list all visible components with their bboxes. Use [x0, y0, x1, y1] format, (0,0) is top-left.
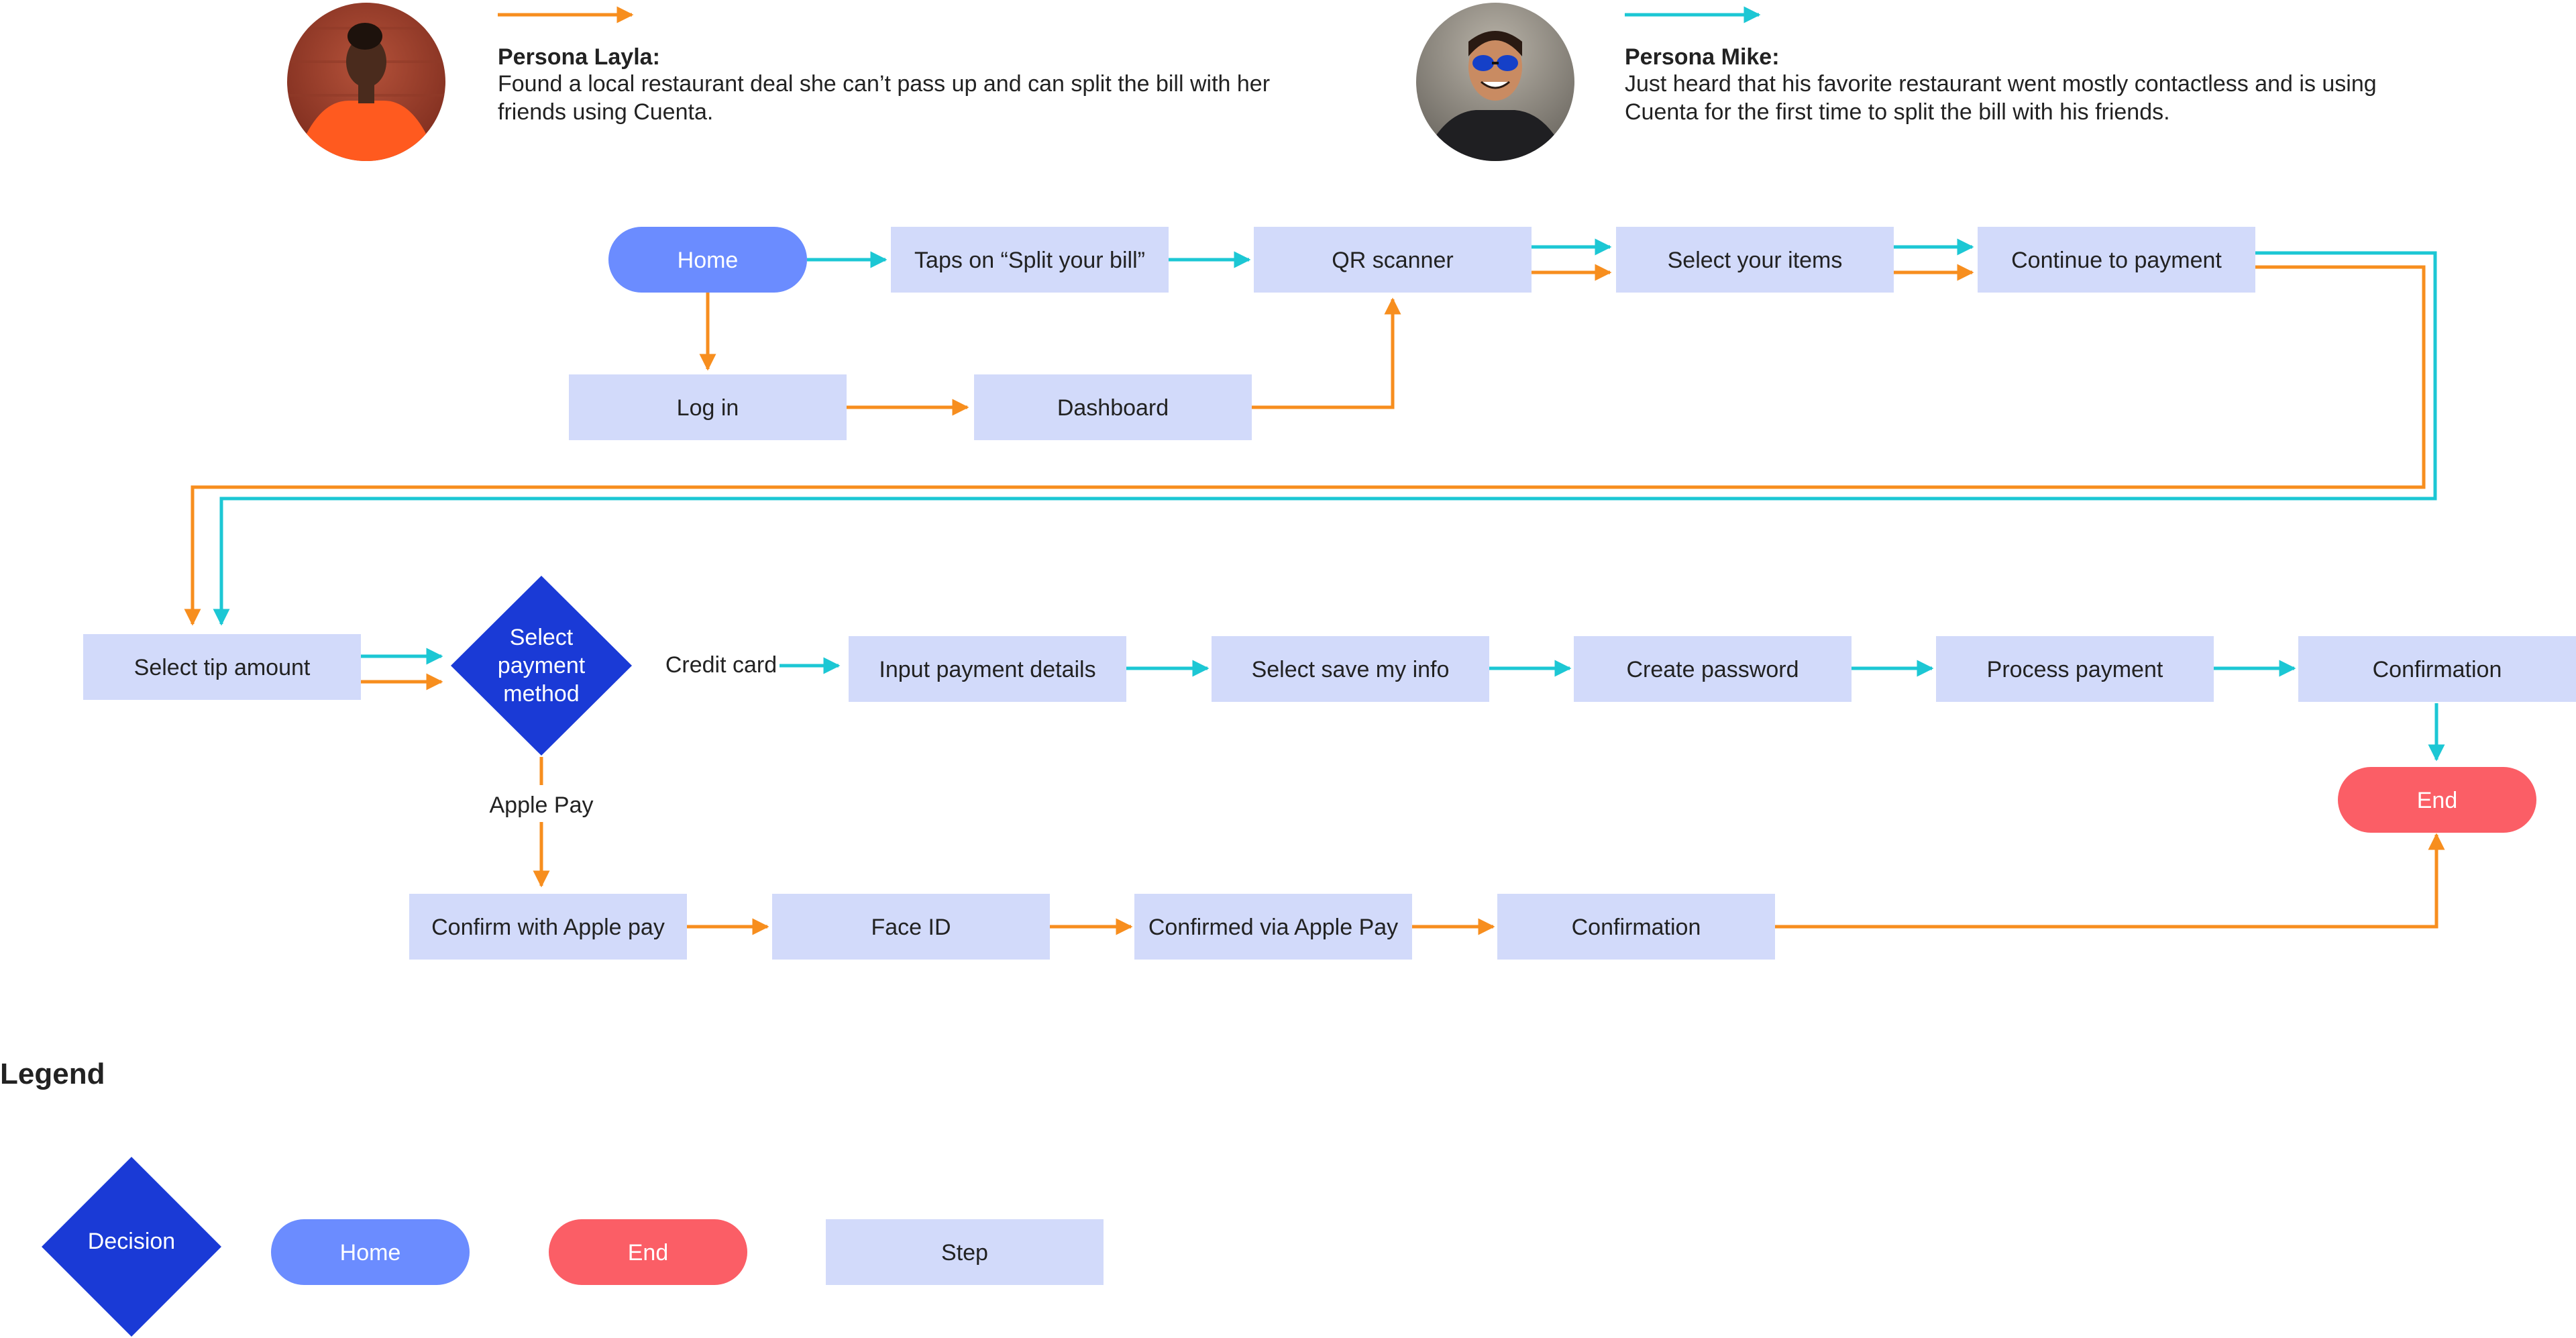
svg-text:Face ID: Face ID [871, 915, 951, 940]
edge-dashboard-to-qr [1252, 297, 1401, 409]
svg-text:Confirmation: Confirmation [2373, 657, 2502, 682]
edge-label-credit-card: Credit card [665, 652, 777, 678]
svg-text:Confirmation: Confirmation [1572, 915, 1701, 940]
decision-select-payment-method[interactable]: Select payment method [451, 576, 632, 756]
persona-mike: Persona Mike: Just heard that his favori… [1416, 3, 2377, 161]
node-confirmed-via-apple-pay[interactable]: Confirmed via Apple Pay [1134, 894, 1412, 960]
mike-description-line-1: Just heard that his favorite restaurant … [1625, 71, 2377, 97]
mike-name: Persona Mike: [1625, 44, 1780, 70]
svg-text:End: End [2417, 788, 2458, 813]
svg-text:Home: Home [340, 1240, 401, 1266]
layla-description-line-2: friends using Cuenta. [498, 99, 713, 125]
node-home[interactable]: Home [608, 227, 807, 293]
node-process-payment[interactable]: Process payment [1936, 636, 2214, 702]
layla-name: Persona Layla: [498, 44, 660, 70]
svg-text:Decision: Decision [88, 1229, 175, 1254]
svg-text:Log in: Log in [677, 395, 739, 421]
svg-text:End: End [628, 1240, 669, 1266]
legend-step: Step [826, 1219, 1104, 1285]
svg-text:Step: Step [941, 1240, 988, 1266]
node-input-payment-details[interactable]: Input payment details [849, 636, 1126, 702]
svg-text:Select your items: Select your items [1668, 248, 1843, 273]
node-confirmation-apple[interactable]: Confirmation [1497, 894, 1775, 960]
svg-text:Input payment details: Input payment details [879, 657, 1095, 682]
svg-text:Confirm with Apple pay: Confirm with Apple pay [431, 915, 665, 940]
edge-continue-to-tip-mike [213, 251, 2437, 626]
node-qr-scanner[interactable]: QR scanner [1254, 227, 1532, 293]
edge-continue-to-tip-layla [184, 265, 2426, 626]
node-select-your-items[interactable]: Select your items [1616, 227, 1894, 293]
persona-layla: Persona Layla: Found a local restaurant … [287, 3, 1270, 161]
node-taps-split-bill[interactable]: Taps on “Split your bill” [891, 227, 1169, 293]
svg-text:Select: Select [510, 625, 574, 650]
node-confirm-with-apple-pay[interactable]: Confirm with Apple pay [409, 894, 687, 960]
svg-text:QR scanner: QR scanner [1332, 248, 1453, 273]
svg-text:Home: Home [678, 248, 739, 273]
node-continue-to-payment[interactable]: Continue to payment [1978, 227, 2255, 293]
legend-title: Legend [0, 1058, 105, 1090]
layla-description-line-1: Found a local restaurant deal she can’t … [498, 71, 1270, 97]
svg-text:Dashboard: Dashboard [1057, 395, 1169, 421]
svg-text:Select save my info: Select save my info [1252, 657, 1450, 682]
node-select-save-my-info[interactable]: Select save my info [1212, 636, 1489, 702]
edge-label-apple-pay: Apple Pay [490, 792, 594, 818]
node-create-password[interactable]: Create password [1574, 636, 1851, 702]
node-end[interactable]: End [2338, 767, 2536, 833]
node-dashboard[interactable]: Dashboard [974, 374, 1252, 440]
node-confirmation-card[interactable]: Confirmation [2298, 636, 2576, 702]
node-log-in[interactable]: Log in [569, 374, 847, 440]
svg-text:method: method [503, 681, 579, 707]
mike-description-line-2: Cuenta for the first time to split the b… [1625, 99, 2170, 125]
node-select-tip-amount[interactable]: Select tip amount [83, 634, 361, 700]
svg-text:Create password: Create password [1626, 657, 1799, 682]
svg-text:Process payment: Process payment [1987, 657, 2163, 682]
svg-text:Confirmed via Apple Pay: Confirmed via Apple Pay [1148, 915, 1398, 940]
legend-home: Home [271, 1219, 470, 1285]
svg-text:Continue to payment: Continue to payment [2011, 248, 2222, 273]
edges [184, 238, 2445, 935]
node-face-id[interactable]: Face ID [772, 894, 1050, 960]
legend: Legend Decision Home End Step [0, 1058, 1104, 1337]
legend-end: End [549, 1219, 747, 1285]
edge-confirmation-apple-to-end [1775, 833, 2445, 929]
layla-avatar [287, 3, 445, 161]
svg-text:Taps on “Split your bill”: Taps on “Split your bill” [914, 248, 1145, 273]
svg-text:Select tip amount: Select tip amount [134, 655, 311, 680]
mike-avatar [1416, 3, 1574, 161]
legend-decision: Decision [42, 1157, 221, 1337]
svg-text:payment: payment [498, 653, 586, 678]
